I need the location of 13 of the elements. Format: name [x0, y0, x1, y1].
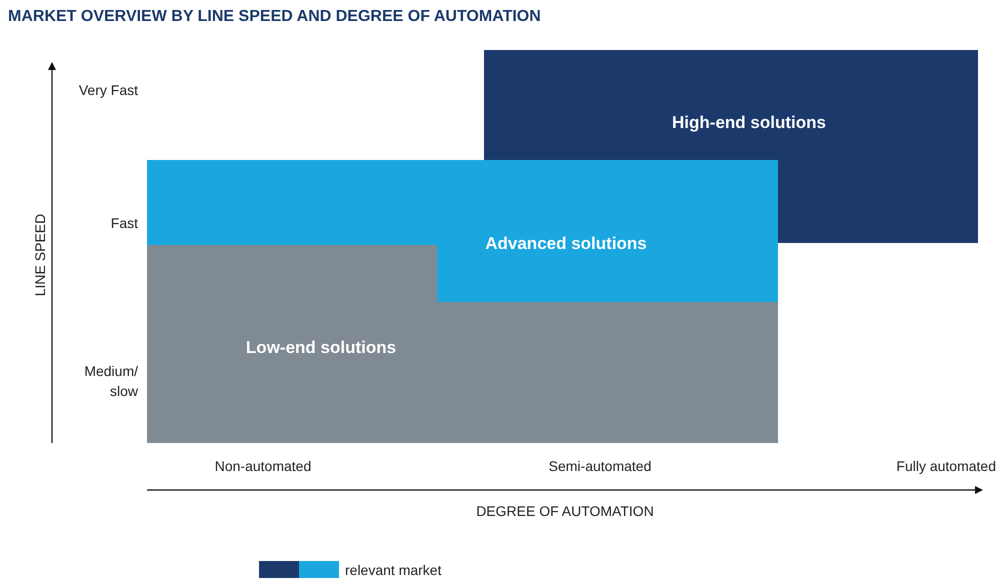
axis-title: LINE SPEED — [32, 214, 48, 296]
tick-label: Non-automated — [214, 458, 312, 474]
tick-label: Fast — [110, 215, 138, 231]
tick-label: Medium/ slow — [83, 362, 138, 401]
segment-label: High-end solutions — [672, 113, 826, 133]
axis-title: DEGREE OF AUTOMATION — [476, 503, 654, 519]
segment-label: Low-end solutions — [246, 338, 396, 358]
tick-label: Semi-automated — [548, 458, 652, 474]
chart-title: MARKET OVERVIEW BY LINE SPEED AND DEGREE OF AUTOMATION — [8, 8, 541, 26]
tick-label: Fully automated — [896, 458, 996, 474]
tick-label: Very Fast — [78, 82, 138, 98]
segment-label: Advanced solutions — [485, 234, 647, 254]
legend-label: relevant market — [345, 562, 442, 578]
